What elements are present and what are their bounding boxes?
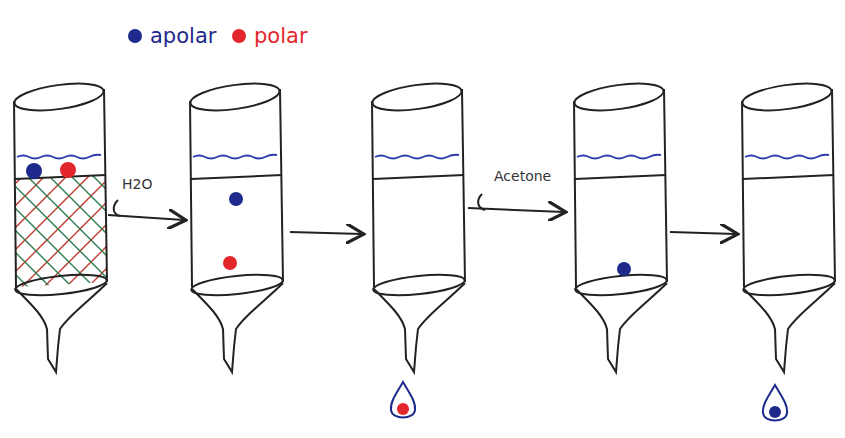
legend-text: polar <box>254 24 308 48</box>
column <box>573 79 668 372</box>
column <box>189 79 284 372</box>
legend-swatch <box>128 29 142 43</box>
process-arrow <box>108 194 736 234</box>
legend-item: apolar <box>128 24 216 48</box>
step-label: H2O <box>122 176 152 192</box>
collected-drop <box>391 382 415 418</box>
collected-drop <box>763 385 787 421</box>
legend-text: apolar <box>150 24 216 48</box>
legend-item: polar <box>232 24 308 48</box>
step-label: Acetone <box>494 168 551 184</box>
column <box>371 79 466 372</box>
legend-swatch <box>232 29 246 43</box>
column <box>741 79 836 372</box>
column <box>13 79 108 372</box>
